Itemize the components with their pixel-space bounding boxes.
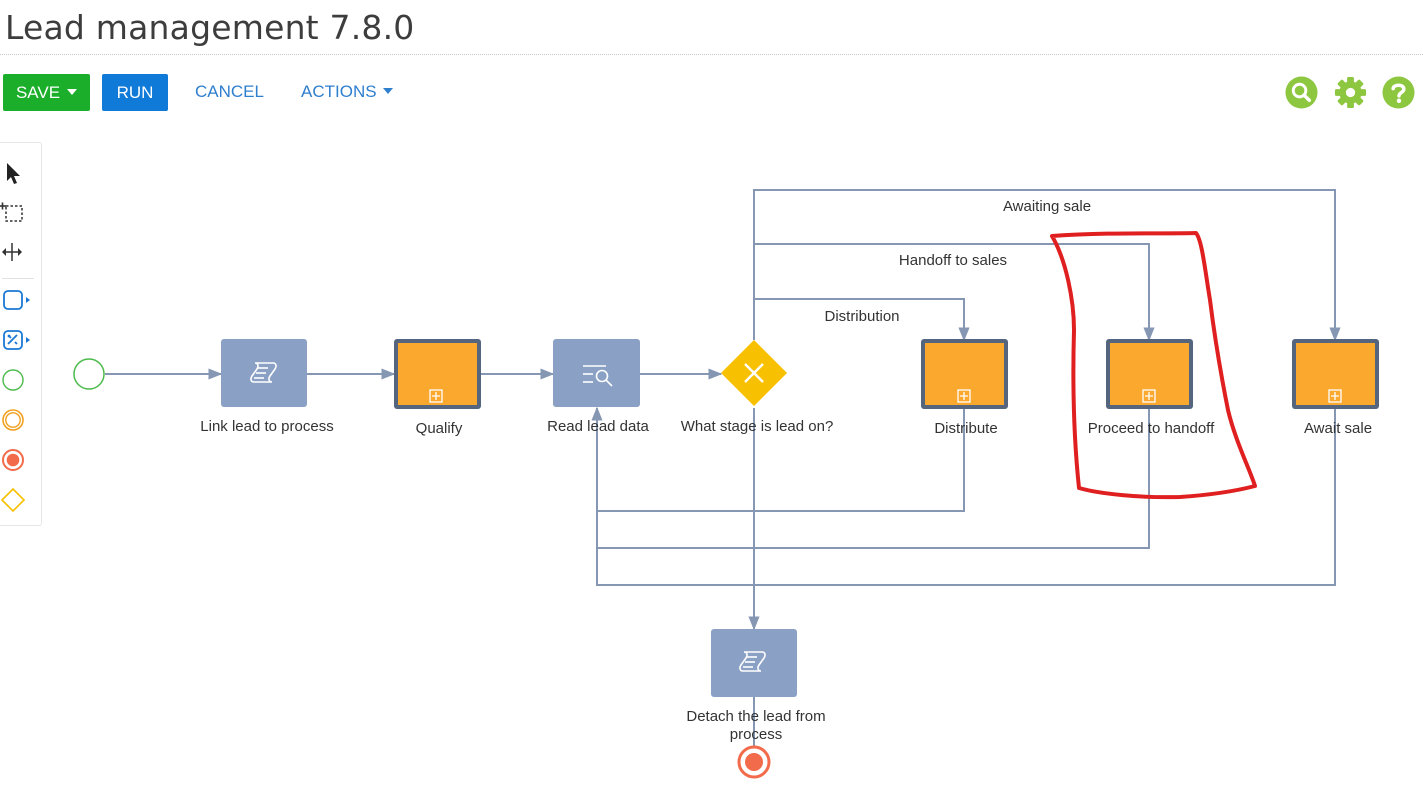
flow-distribute-return[interactable] bbox=[597, 409, 965, 512]
task-label-handoff: Proceed to handoff bbox=[1088, 420, 1215, 437]
start-event[interactable] bbox=[73, 358, 105, 390]
page-title: Lead management 7.8.0 bbox=[5, 8, 415, 47]
task-tool-icon[interactable] bbox=[0, 285, 34, 315]
pointer-tool-icon[interactable] bbox=[0, 157, 28, 187]
palette-divider bbox=[2, 278, 34, 279]
expand-subprocess-icon bbox=[1142, 389, 1156, 403]
task-label-await-sale: Await sale bbox=[1304, 420, 1372, 437]
cancel-button[interactable]: CANCEL bbox=[195, 82, 264, 101]
flow-label-handoff-to-sales: Handoff to sales bbox=[899, 252, 1007, 269]
search-icon[interactable] bbox=[1285, 76, 1318, 109]
task-label-detach-line1: Detach the lead from bbox=[686, 708, 825, 725]
exclusive-gateway-icon bbox=[744, 363, 764, 383]
flow-distribution[interactable] bbox=[754, 298, 970, 342]
red-annotation-outline bbox=[1050, 231, 1257, 500]
subprocess-await-sale[interactable] bbox=[1292, 339, 1379, 409]
flow-handoff-return[interactable] bbox=[597, 409, 1150, 549]
expand-subprocess-icon bbox=[429, 389, 443, 403]
task-label-read-lead: Read lead data bbox=[547, 418, 649, 435]
actions-menu-label: ACTIONS bbox=[301, 82, 377, 101]
help-icon[interactable] bbox=[1382, 76, 1415, 109]
flow-await-sale-return[interactable] bbox=[591, 406, 1336, 586]
task-label-qualify: Qualify bbox=[416, 420, 463, 437]
flow-handoff-to-sales[interactable] bbox=[754, 243, 1155, 342]
save-button[interactable]: SAVE bbox=[3, 74, 90, 111]
actions-menu[interactable]: ACTIONS bbox=[301, 82, 393, 102]
script-task-icon bbox=[250, 362, 277, 383]
expand-subprocess-icon bbox=[957, 389, 971, 403]
start-event-tool-icon[interactable] bbox=[0, 365, 28, 395]
save-button-label: SAVE bbox=[15, 83, 61, 102]
title-divider bbox=[0, 54, 1423, 55]
space-tool-icon[interactable] bbox=[0, 237, 28, 267]
lasso-select-tool-icon[interactable] bbox=[0, 197, 28, 227]
flow-label-distribution: Distribution bbox=[824, 308, 899, 325]
script-task-icon bbox=[739, 651, 766, 672]
task-label-link-lead: Link lead to process bbox=[200, 418, 333, 435]
expand-subprocess-icon bbox=[1328, 389, 1342, 403]
task-link-lead[interactable] bbox=[221, 339, 307, 407]
flow-label-awaiting-sale: Awaiting sale bbox=[1003, 198, 1091, 215]
gateway-tool-icon[interactable] bbox=[0, 485, 28, 515]
subprocess-qualify[interactable] bbox=[394, 339, 481, 409]
gear-icon[interactable] bbox=[1334, 76, 1367, 109]
task-read-lead-data[interactable] bbox=[553, 339, 640, 407]
user-task-tool-icon[interactable] bbox=[0, 325, 34, 355]
element-palette bbox=[0, 142, 42, 526]
gateway-lead-stage[interactable] bbox=[721, 340, 787, 406]
task-label-detach-line2: process bbox=[730, 726, 783, 743]
run-button[interactable]: RUN bbox=[102, 74, 168, 111]
end-event[interactable] bbox=[737, 745, 771, 779]
task-detach-lead[interactable] bbox=[711, 629, 797, 697]
task-label-distribute: Distribute bbox=[934, 420, 997, 437]
subprocess-distribute[interactable] bbox=[921, 339, 1008, 409]
save-dropdown-caret-icon[interactable] bbox=[67, 89, 78, 95]
flow-awaiting-sale[interactable] bbox=[753, 189, 1341, 342]
gateway-label: What stage is lead on? bbox=[681, 418, 834, 435]
end-event-tool-icon[interactable] bbox=[0, 445, 28, 475]
actions-caret-icon bbox=[382, 88, 393, 94]
subprocess-proceed-to-handoff[interactable] bbox=[1106, 339, 1193, 409]
intermediate-event-tool-icon[interactable] bbox=[0, 405, 28, 435]
read-data-icon bbox=[583, 365, 613, 387]
